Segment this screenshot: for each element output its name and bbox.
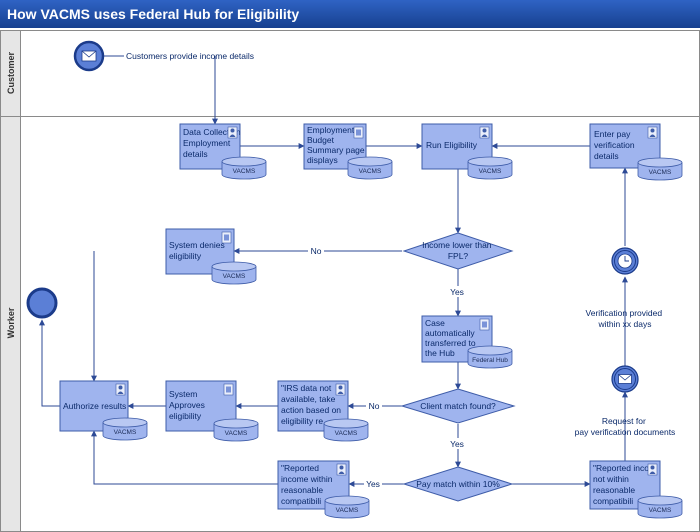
db-data-collection-label: VACMS: [233, 168, 256, 175]
connector-authorize-to-end: [39, 319, 60, 407]
db-case-transferred: Federal Hub: [467, 345, 513, 369]
svg-text:Employment Budget: Employment Budget Summary page displays: [307, 125, 367, 165]
flow-label-bg: [308, 245, 324, 256]
verification-provided-label: Verification provided within xx days: [586, 308, 665, 329]
user-task-icon: [647, 463, 658, 476]
user-task-icon: [335, 383, 346, 396]
gateway-client-match[interactable]: Client match found?: [400, 388, 516, 424]
db-system-denies-label: VACMS: [223, 273, 246, 280]
svg-text:Pay match within 10%: Pay match within 10%: [416, 479, 500, 489]
connector-reported-to-authorize: [91, 430, 278, 485]
user-task-icon: [227, 126, 238, 139]
db-case-transferred-label: Federal Hub: [472, 357, 508, 364]
svg-text:System denies eligibilit: System denies eligibility: [169, 240, 227, 261]
db-system-approves-label: VACMS: [225, 430, 248, 437]
svg-text:Authorize results: Authorize results: [63, 401, 126, 411]
svg-text:Data Collection Employme: Data Collection Employment details: [183, 127, 243, 159]
flow-label-yes-2: Yes: [450, 439, 464, 449]
db-irs-not-available-label: VACMS: [335, 430, 358, 437]
task-enter-pay[interactable]: Enter pay verification details: [589, 123, 661, 169]
user-task-icon: [336, 463, 347, 476]
task-case-transferred[interactable]: Case automatically transferred to the Hu…: [421, 315, 493, 363]
worker-lane-label: Worker: [6, 307, 16, 338]
user-task-icon: [115, 383, 126, 396]
db-run-eligibility: VACMS: [467, 156, 513, 180]
svg-text:"Reported inco not withi: "Reported inco not within reasonable com…: [593, 463, 651, 506]
db-budget-summary: VACMS: [347, 156, 393, 180]
db-budget-summary-label: VACMS: [359, 168, 382, 175]
customer-lane-label: Customer: [6, 52, 16, 95]
svg-text:Run Eligibility: Run Eligibility: [426, 140, 478, 150]
svg-text:System Approves el: System Approves eligibility: [169, 389, 207, 421]
start-event-label: Customers provide income details: [126, 51, 254, 61]
title-bar: [0, 0, 700, 28]
message-event[interactable]: [611, 365, 639, 393]
svg-text:"Reported income within: "Reported income within reasonable compa…: [281, 463, 335, 506]
svg-text:Client match found?: Client match found?: [420, 401, 496, 411]
service-task-icon: [479, 318, 490, 331]
gateway-income-lower[interactable]: Income lower than FPL?: [402, 232, 514, 270]
gateway-pay-match[interactable]: Pay match within 10%: [402, 466, 514, 502]
db-authorize-results: VACMS: [102, 417, 148, 441]
flow-label-bg: [448, 286, 466, 297]
diagram-title: How VACMS uses Federal Hub for Eligibili…: [7, 6, 299, 22]
svg-text:"IRS data not available,: "IRS data not available, take action bas…: [281, 383, 343, 426]
service-task-icon: [353, 126, 364, 139]
flow-label-no-1: No: [311, 246, 322, 256]
task-irs-not-available[interactable]: "IRS data not available, take action bas…: [277, 380, 349, 432]
task-reported-not-within[interactable]: "Reported inco not within reasonable com…: [589, 460, 661, 510]
flow-label-yes-3: Yes: [366, 479, 380, 489]
svg-text:Case automatically: Case automatically transferred to the Hu…: [425, 318, 478, 358]
flow-label-no-2: No: [369, 401, 380, 411]
db-authorize-results-label: VACMS: [114, 429, 137, 436]
db-system-approves: VACMS: [213, 418, 259, 442]
db-run-eligibility-label: VACMS: [479, 168, 502, 175]
db-reported-not-within: VACMS: [637, 495, 683, 519]
db-data-collection: VACMS: [221, 156, 267, 180]
db-reported-within-label: VACMS: [336, 507, 359, 514]
flow-label-bg: [364, 478, 382, 489]
user-task-icon: [479, 126, 490, 139]
service-task-icon: [223, 383, 234, 396]
request-pay-label: Request for pay verification documents: [575, 416, 676, 437]
svg-text:Enter pay verification: Enter pay verification details: [594, 129, 637, 161]
service-task-icon: [221, 231, 232, 244]
svg-text:Income lower than FPL?: Income lower than FPL?: [422, 240, 494, 261]
db-reported-within: VACMS: [324, 495, 370, 519]
end-event[interactable]: [26, 287, 58, 319]
db-irs-not-available: VACMS: [323, 418, 369, 442]
user-task-icon: [647, 126, 658, 139]
timer-event[interactable]: [611, 247, 639, 275]
db-system-denies: VACMS: [211, 261, 257, 285]
db-enter-pay: VACMS: [637, 157, 683, 181]
task-reported-within[interactable]: "Reported income within reasonable compa…: [277, 460, 350, 510]
envelope-icon: [618, 374, 632, 384]
flow-label-bg: [366, 400, 382, 411]
pool-border: [0, 30, 700, 532]
envelope-icon: [81, 50, 97, 62]
db-reported-not-within-label: VACMS: [649, 507, 672, 514]
flow-label-yes-1: Yes: [450, 287, 464, 297]
start-event[interactable]: [73, 40, 105, 72]
db-enter-pay-label: VACMS: [649, 169, 672, 176]
flow-label-bg: [448, 438, 466, 449]
